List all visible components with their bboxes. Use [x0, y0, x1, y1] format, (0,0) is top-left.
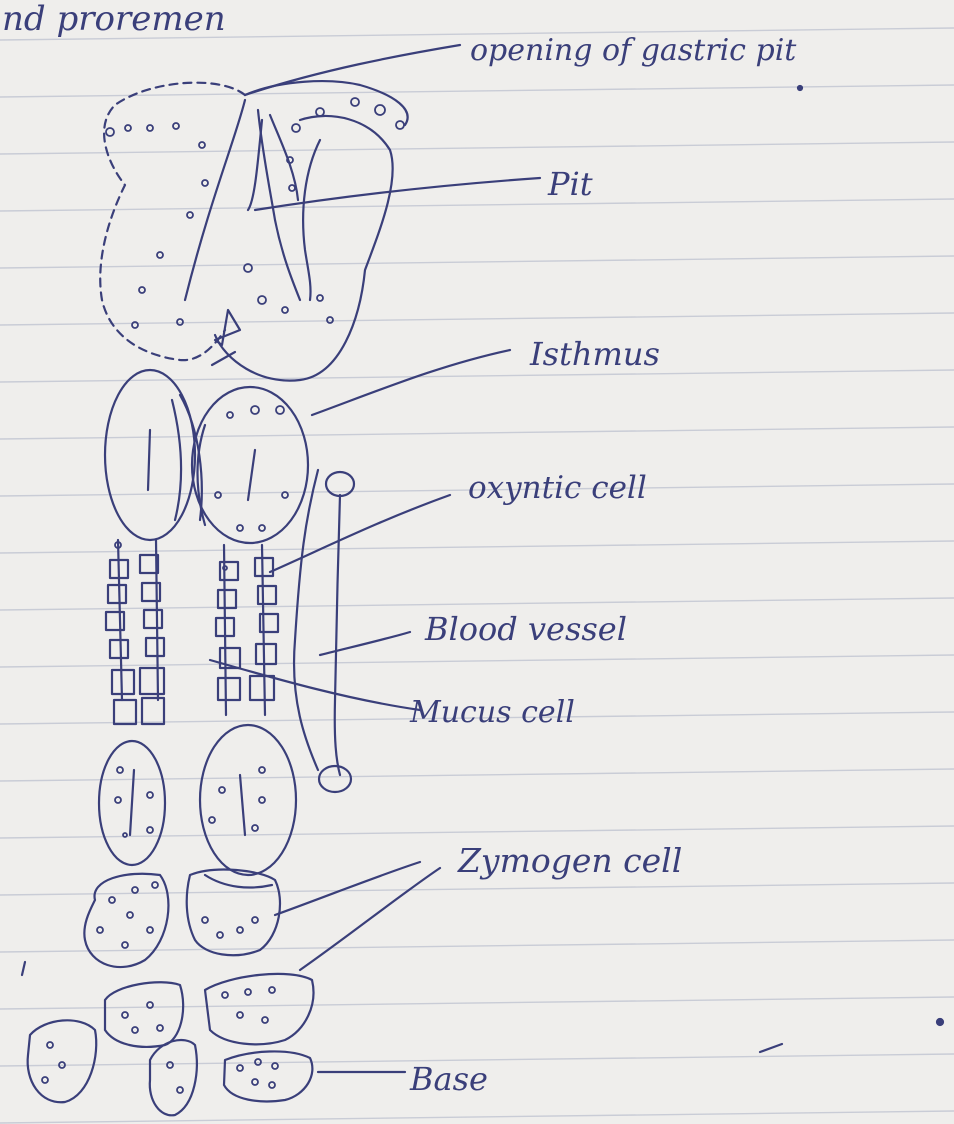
right-oval-lower [200, 725, 296, 875]
diagram-labels: opening of gastric pit Pit Isthmus oxynt… [409, 33, 797, 1098]
label-pit: Pit [547, 165, 593, 203]
isthmus-oval [192, 387, 308, 543]
header-fragment-text: nd proremen [2, 0, 226, 39]
right-surface-lobe [215, 81, 408, 381]
ruled-lines [0, 28, 954, 1123]
label-opening-of-gastric-pit: opening of gastric pit [470, 33, 797, 68]
label-base: Base [409, 1060, 488, 1098]
label-blood-vessel: Blood vessel [424, 610, 627, 648]
label-isthmus: Isthmus [529, 335, 660, 373]
left-surface-lobe-inner [185, 100, 245, 300]
base-cell-5 [224, 1051, 312, 1101]
leader-isthmus [312, 350, 510, 415]
base-cell-4 [150, 1040, 197, 1115]
blood-vessel [294, 470, 340, 775]
label-zymogen-cell: Zymogen cell [457, 841, 682, 880]
base-cell-1 [105, 982, 183, 1047]
leader-zymogen-2 [300, 868, 440, 970]
cell-nuclei [42, 98, 404, 1093]
leader-zymogen-1 [275, 862, 420, 915]
base-cell-2 [205, 974, 313, 1044]
left-cell-stack [106, 540, 164, 724]
zymogen-cell-right [187, 870, 280, 956]
blood-vessel-bottom [319, 766, 351, 792]
label-mucus-cell: Mucus cell [409, 695, 575, 730]
label-oxyntic-cell: oxyntic cell [468, 470, 647, 506]
leader-blood-vessel [320, 632, 410, 655]
leader-opening [245, 45, 460, 95]
leader-mucus [210, 660, 420, 710]
leader-oxyntic [270, 495, 450, 572]
